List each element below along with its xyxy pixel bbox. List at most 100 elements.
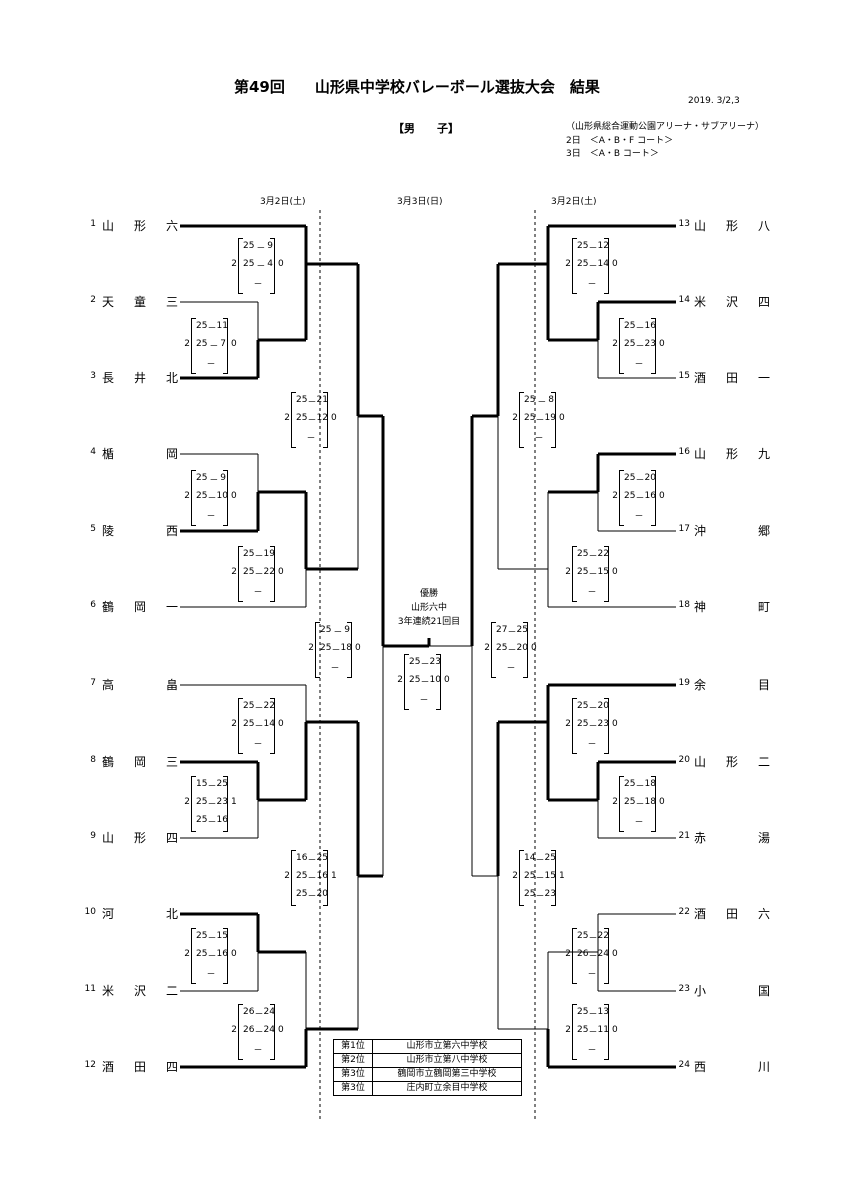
team-number: 23	[678, 984, 690, 994]
sets-won-left: 2	[612, 491, 618, 501]
ranking-school: 山形市立第八中学校	[372, 1053, 522, 1068]
set-dash: －	[254, 704, 264, 714]
set-points-left: 25	[577, 1007, 589, 1017]
team-name-char: 湯	[757, 831, 770, 845]
set-points-left: 25	[320, 625, 332, 635]
team-name-char: 四	[165, 1060, 178, 1074]
bracket-paren-right	[523, 622, 528, 678]
bracket-paren-right	[223, 928, 228, 984]
set-points-right: 8	[548, 395, 554, 405]
bracket-paren-left	[238, 698, 243, 754]
team-name-char: 国	[757, 984, 770, 998]
bracket-paren-right	[436, 654, 441, 710]
sets-won-right: 0	[278, 1025, 284, 1035]
venue-day2: 2日 ＜A・B・F コート＞	[566, 136, 674, 146]
sets-won-left: 2	[512, 413, 518, 423]
bracket-paren-right	[347, 622, 352, 678]
team-name: 余目	[694, 679, 770, 691]
team-number: 14	[678, 295, 690, 305]
bracket-paren-left	[238, 238, 243, 294]
set-points-right: 22	[597, 549, 609, 559]
set-points-right: 9	[267, 241, 273, 251]
ranking-row: 第1位山形市立第六中学校	[333, 1039, 522, 1054]
ranking-school: 山形市立第六中学校	[372, 1039, 522, 1054]
sets-won-left: 2	[284, 413, 290, 423]
team-name-char: 沖	[694, 524, 707, 538]
set-score: 25－7	[196, 339, 226, 352]
venue-day3: 3日 ＜A・B コート＞	[566, 149, 659, 159]
set-score: 25－23	[196, 797, 228, 810]
team-number: 19	[678, 678, 690, 688]
bracket-paren-left	[404, 654, 409, 710]
ranking-row: 第3位庄内町立余目中学校	[333, 1081, 522, 1096]
set-score: 25－15	[196, 931, 228, 944]
sets-won-left: 2	[184, 339, 190, 349]
sets-won-right: 0	[355, 643, 361, 653]
set-dash: －	[253, 1046, 263, 1056]
set-points-left: 25	[296, 889, 308, 899]
ranking-place: 第3位	[333, 1081, 373, 1096]
sets-won-left: 2	[184, 949, 190, 959]
sets-won-right: 0	[231, 339, 237, 349]
team-name: 神町	[694, 601, 770, 613]
set-points-left: 25	[196, 491, 208, 501]
set-score: －	[624, 357, 654, 370]
set-points-left: 25	[577, 567, 589, 577]
set-points-left: 25	[624, 473, 636, 483]
ranking-school: 鶴岡市立鶴岡第三中学校	[372, 1067, 522, 1082]
set-points-left: 25	[243, 567, 255, 577]
set-points-left: 25	[524, 395, 536, 405]
sets-won-right: 0	[612, 567, 618, 577]
set-points-left: 25	[196, 473, 208, 483]
set-points-right: 15	[216, 931, 228, 941]
team-name: 米沢二	[102, 985, 178, 997]
set-points-right: 24	[263, 1007, 275, 1017]
team-name-char: 形	[725, 755, 738, 769]
sets-won-left: 2	[231, 719, 237, 729]
set-dash: －	[588, 722, 598, 732]
set-score: －	[496, 661, 526, 674]
set-dash: －	[635, 342, 645, 352]
set-score: 25－20	[496, 643, 528, 656]
set-dash: －	[535, 856, 545, 866]
set-score: －	[524, 431, 554, 444]
set-points-left: 25	[577, 701, 589, 711]
set-dash: －	[207, 324, 217, 334]
set-score: 25－20	[577, 701, 609, 714]
set-score: 25－14	[577, 259, 609, 272]
set-points-left: 26	[243, 1007, 255, 1017]
set-dash: －	[588, 704, 598, 714]
set-score: 25－23	[624, 339, 656, 352]
set-dash: －	[253, 588, 263, 598]
bracket-paren-right	[270, 546, 275, 602]
team-number: 16	[678, 447, 690, 457]
sets-won-right: 0	[444, 675, 450, 685]
set-dash: －	[507, 646, 517, 656]
bracket-paren-left	[572, 928, 577, 984]
bracket-paren-left	[572, 698, 577, 754]
team-name-char: 山	[694, 219, 707, 233]
set-dash: －	[588, 934, 598, 944]
team-name-char: 畠	[165, 678, 178, 692]
set-score: 25－20	[296, 889, 328, 902]
team-name: 山形八	[694, 220, 770, 232]
set-dash: －	[206, 512, 216, 522]
bracket-paren-left	[291, 392, 296, 448]
sets-won-left: 2	[565, 1025, 571, 1035]
team-name-char: 二	[165, 984, 178, 998]
set-score: 25－9	[243, 241, 273, 254]
set-points-left: 25	[624, 321, 636, 331]
set-points-right: 14	[597, 259, 609, 269]
team-name-char: 山	[102, 219, 115, 233]
bracket-paren-right	[270, 698, 275, 754]
team-number: 22	[678, 907, 690, 917]
team-name-char: 岡	[133, 755, 146, 769]
set-points-left: 25	[577, 549, 589, 559]
team-number: 10	[84, 907, 96, 917]
team-number: 17	[678, 524, 690, 534]
